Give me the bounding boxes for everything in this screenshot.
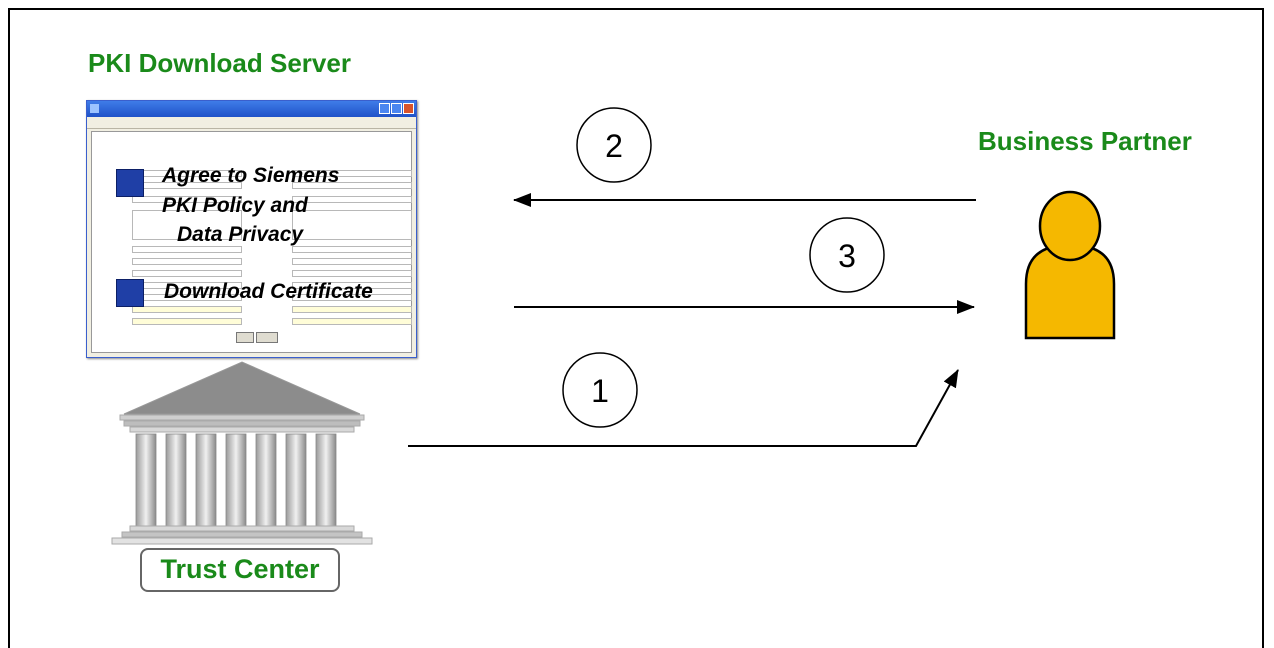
form-field: [132, 210, 242, 240]
form-field: [292, 282, 412, 289]
close-icon: [403, 103, 414, 114]
form-field: [292, 210, 412, 240]
form-field: [132, 196, 242, 203]
step-1-circle: 1: [562, 352, 638, 428]
form-field: [132, 258, 242, 265]
arrow-step-1: [408, 369, 959, 447]
form-field: [292, 246, 412, 253]
form-field: [292, 196, 412, 203]
window-content: [91, 131, 412, 353]
step-2-number: 2: [605, 128, 623, 164]
form-cancel-button: [256, 332, 278, 343]
business-partner-title: Business Partner: [978, 126, 1192, 156]
form-field: [292, 258, 412, 265]
form-field: [292, 294, 412, 301]
download-certificate-text: Download Certificate: [164, 280, 373, 303]
window-controls: [379, 103, 414, 114]
trust-center-building-icon: [111, 361, 373, 545]
form-field: [292, 306, 412, 313]
pki-download-server-title: PKI Download Server: [88, 48, 351, 78]
step-3-number: 3: [838, 238, 856, 274]
browser-icon: [90, 104, 99, 113]
trust-center-label: Trust Center: [140, 548, 340, 592]
form-field: [292, 270, 412, 277]
agree-text-line-1: Agree to Siemens: [162, 164, 340, 187]
step-1-number: 1: [591, 373, 609, 409]
maximize-icon: [391, 103, 402, 114]
form-field: [132, 306, 242, 313]
agree-text-line-3: Data Privacy: [177, 223, 304, 246]
agree-text-line-2: PKI Policy and: [162, 194, 308, 217]
browser-window-thumbnail: [86, 100, 417, 358]
step-2-circle: 2: [576, 107, 652, 183]
minimize-icon: [379, 103, 390, 114]
diagram-frame: [8, 8, 1264, 648]
download-checkbox-square: [116, 279, 144, 307]
agree-checkbox-square: [116, 169, 144, 197]
form-ok-button: [236, 332, 254, 343]
person-icon: [1024, 190, 1116, 340]
form-field: [132, 270, 242, 277]
form-field: [292, 318, 412, 325]
window-titlebar: [87, 101, 416, 117]
form-field: [292, 170, 412, 177]
form-field: [132, 318, 242, 325]
form-field: [292, 182, 412, 189]
window-menubar: [87, 117, 416, 129]
step-3-circle: 3: [809, 217, 885, 293]
form-field: [132, 246, 242, 253]
